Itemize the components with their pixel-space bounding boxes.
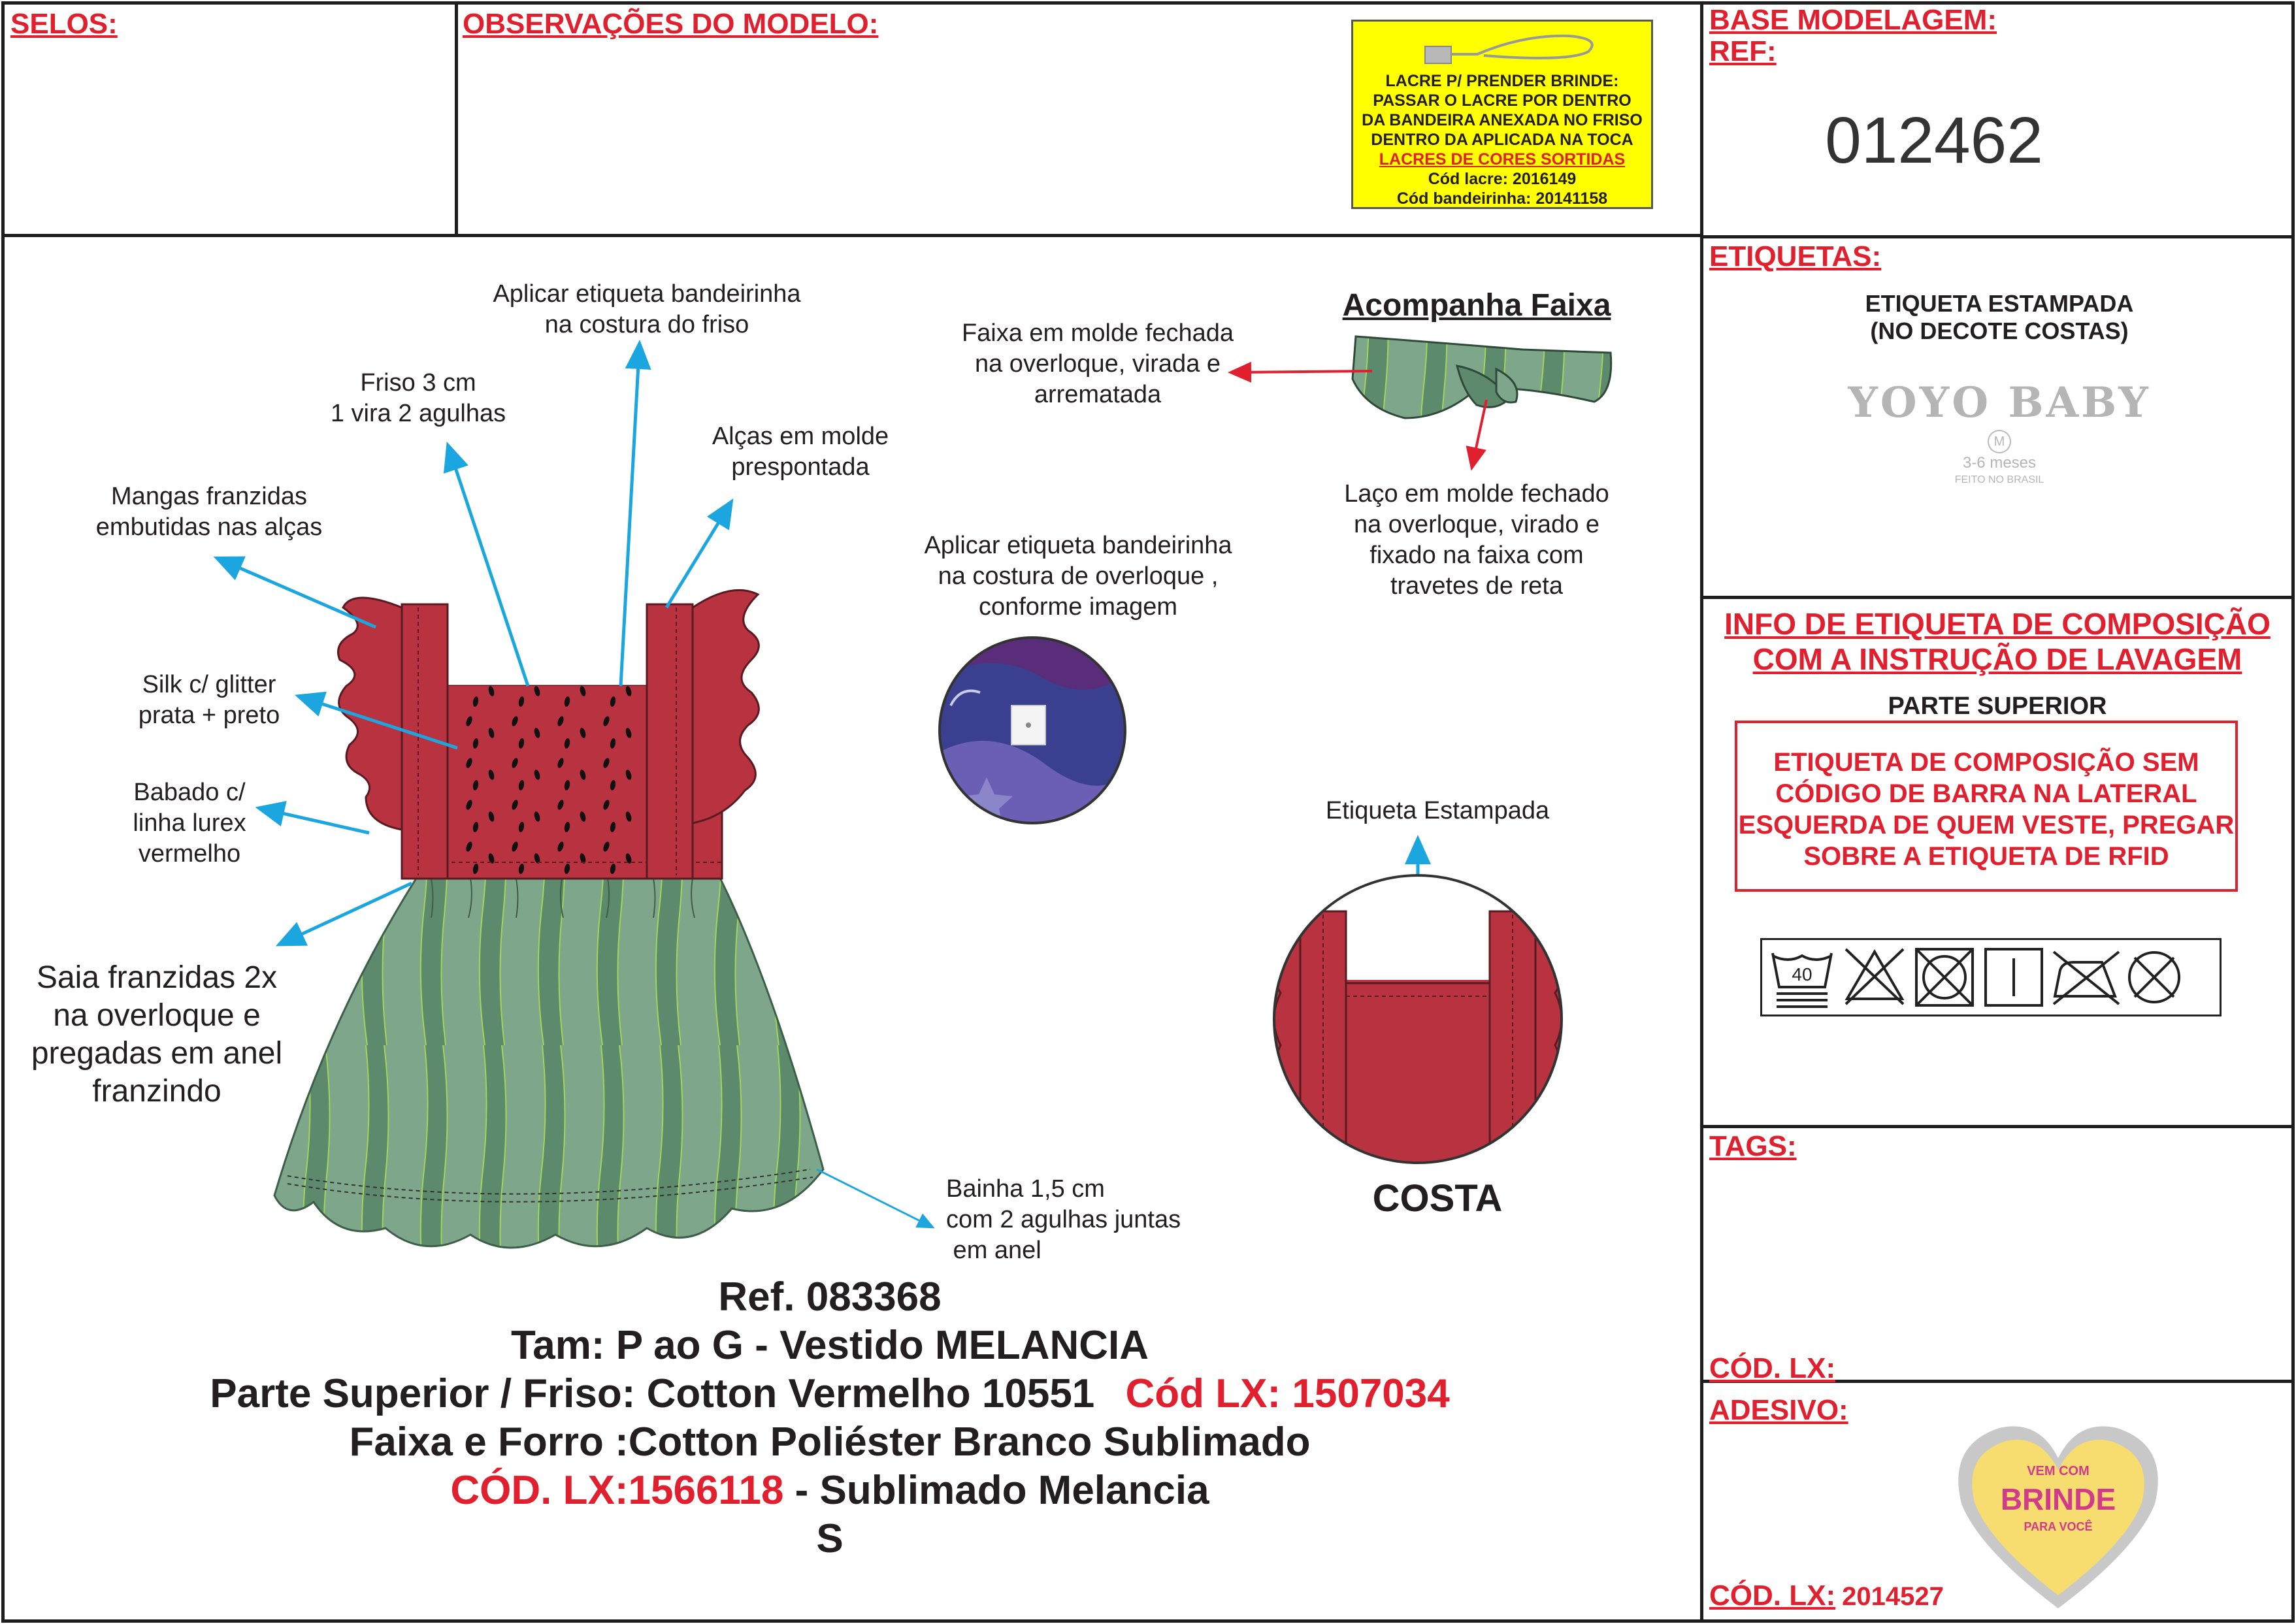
no-tumble-dry-icon: [1915, 948, 1974, 1007]
sticker-main-text: BRINDE: [2000, 1482, 2116, 1516]
headband-drawing: [1351, 335, 1613, 419]
brinde-sticker: [1958, 1426, 2158, 1608]
composicao-title: INFO DE ETIQUETA DE COMPOSIÇÃO COM A INS…: [1724, 607, 2271, 676]
adesivo-cod-lx-label: CÓD. LX:2014527: [1709, 1580, 1944, 1612]
note-alcas: Alças em molde prespontada: [712, 423, 889, 481]
care-symbols: 40: [1760, 938, 2222, 1016]
brand-logo: YOYO BABY: [1848, 378, 2151, 427]
lacre-line-4: DENTRO DA APLICADA NA TOCA: [1371, 131, 1633, 149]
tags-label: TAGS:: [1709, 1130, 1797, 1162]
arrow-mangas: [213, 556, 376, 629]
note-babado: Babado c/ linha lurex vermelho: [133, 779, 246, 868]
note-laco: Laço em molde fechado na overloque, vira…: [1344, 480, 1609, 600]
adesivo-cod-value: 2014527: [1842, 1582, 1944, 1611]
right-strap: [646, 603, 694, 880]
arrow-babado: [255, 800, 370, 835]
back-view-drawing: [1274, 875, 1562, 1163]
ref-value: 012462: [1825, 104, 2043, 177]
no-dry-clean-icon: [2128, 951, 2180, 1003]
base-modelagem-label: BASE MODELAGEM:: [1709, 4, 1997, 36]
note-friso: Friso 3 cm 1 vira 2 agulhas: [330, 369, 506, 427]
right-divider-4: [1700, 1380, 2295, 1383]
product-size: S: [816, 1516, 844, 1561]
wash-40-icon: 40: [1771, 952, 1833, 1008]
ref-label: REF:: [1709, 35, 1777, 67]
right-ruffle: [691, 589, 760, 824]
sticker-top-text: VEM COM: [2027, 1464, 2090, 1478]
etiquetas-label: ETIQUETAS:: [1709, 240, 1882, 272]
cod-lx-1: Cód LX: 1507034: [1125, 1371, 1450, 1416]
product-parte-superior: Parte Superior / Friso: Cotton Vermelho …: [210, 1371, 1450, 1416]
no-iron-icon: [2052, 950, 2120, 1005]
note-mangas: Mangas franzidas embutidas nas alças: [95, 483, 323, 541]
yoyo-baby-label: YOYO BABY M 3-6 meses FEITO NO BRASIL: [1803, 379, 2195, 487]
observacoes-label: OBSERVAÇÕES DO MODELO:: [463, 8, 879, 40]
arrow-alcas: [664, 498, 734, 609]
arrow-saia: [275, 881, 413, 947]
no-bleach-icon: [1845, 948, 1905, 1005]
note-bainha: Bainha 1,5 cm com 2 agulhas juntas em an…: [946, 1175, 1181, 1264]
note-saia: Saia franzidas 2x na overloque e pregada…: [31, 960, 283, 1109]
parte-superior-label: PARTE SUPERIOR: [1888, 692, 2107, 720]
bandeirinha-detail-photo: [940, 638, 1125, 823]
product-sublimado: CÓD. LX:1566118 - Sublimado Melancia: [450, 1468, 1209, 1513]
arrow-bandeirinha-friso: [619, 340, 651, 687]
arrow-bainha: [816, 1168, 935, 1229]
note-faixa-molde: Faixa em molde fechada na overloque, vir…: [961, 319, 1234, 408]
lacre-line-2: PASSAR O LACRE POR DENTRO: [1373, 91, 1632, 110]
cod-lx-2: CÓD. LX:1566118: [450, 1468, 784, 1513]
lacre-note: LACRE P/ PRENDER BRINDE: PASSAR O LACRE …: [1351, 20, 1653, 209]
product-size-range: Tam: P ao G - Vestido MELANCIA: [510, 1323, 1149, 1368]
composicao-box: ETIQUETA DE COMPOSIÇÃO SEM CÓDIGO DE BAR…: [1735, 721, 2238, 892]
tags-cod-lx-label: CÓD. LX:: [1709, 1352, 1836, 1384]
dress-skirt: [273, 874, 825, 1249]
product-faixa-forro: Faixa e Forro :Cotton Poliéster Branco S…: [349, 1420, 1311, 1465]
lacre-line-1: LACRE P/ PRENDER BRINDE:: [1385, 72, 1619, 90]
lacre-line-3: DA BANDEIRA ANEXADA NO FRISO: [1362, 111, 1643, 129]
wash-temp: 40: [1792, 964, 1812, 984]
lacre-tag-icon: [1424, 34, 1594, 64]
note-silk: Silk c/ glitter prata + preto: [138, 671, 280, 729]
right-divider-1: [1700, 235, 2295, 238]
arrow-silk: [294, 691, 458, 750]
lacre-line-7: Cód bandeirinha: 20141158: [1396, 189, 1608, 208]
size-mark: M: [1988, 430, 2011, 453]
age-text: 3-6 meses: [1962, 454, 2037, 472]
note-bandeirinha-overloque: Aplicar etiqueta bandeirinha na costura …: [924, 532, 1232, 621]
sticker-bottom-text: PARA VOCÊ: [2024, 1520, 2093, 1533]
header-divider: [1, 234, 1703, 237]
right-divider-2: [1700, 596, 2295, 599]
arrow-friso: [443, 442, 530, 687]
lacre-line-6: Cód lacre: 2016149: [1428, 170, 1577, 188]
arrow-faixa-molde: [1228, 361, 1373, 383]
note-etiqueta-estampada: Etiqueta Estampada: [1325, 797, 1550, 824]
lacre-line-5: LACRES DE CORES SORTIDAS: [1379, 150, 1626, 169]
right-divider-3: [1700, 1125, 2295, 1128]
faixa-title: Acompanha Faixa: [1342, 288, 1611, 323]
selos-label: SELOS:: [10, 8, 118, 40]
adesivo-label: ADESIVO:: [1709, 1394, 1848, 1426]
etiqueta-estampada-info: ETIQUETA ESTAMPADA (NO DECOTE COSTAS): [1865, 290, 2134, 344]
header-split-1: [455, 1, 458, 237]
line-dry-icon: [1984, 948, 2043, 1007]
product-ref: Ref. 083368: [718, 1275, 942, 1320]
costa-label: COSTA: [1372, 1177, 1503, 1220]
arrow-laco: [1466, 399, 1488, 471]
technical-drawing: [213, 335, 1613, 1249]
note-bandeirinha-friso: Aplicar etiqueta bandeirinha na costura …: [493, 280, 801, 338]
right-column-divider: [1700, 1, 1703, 1623]
made-in-text: FEITO NO BRASIL: [1954, 474, 2044, 485]
